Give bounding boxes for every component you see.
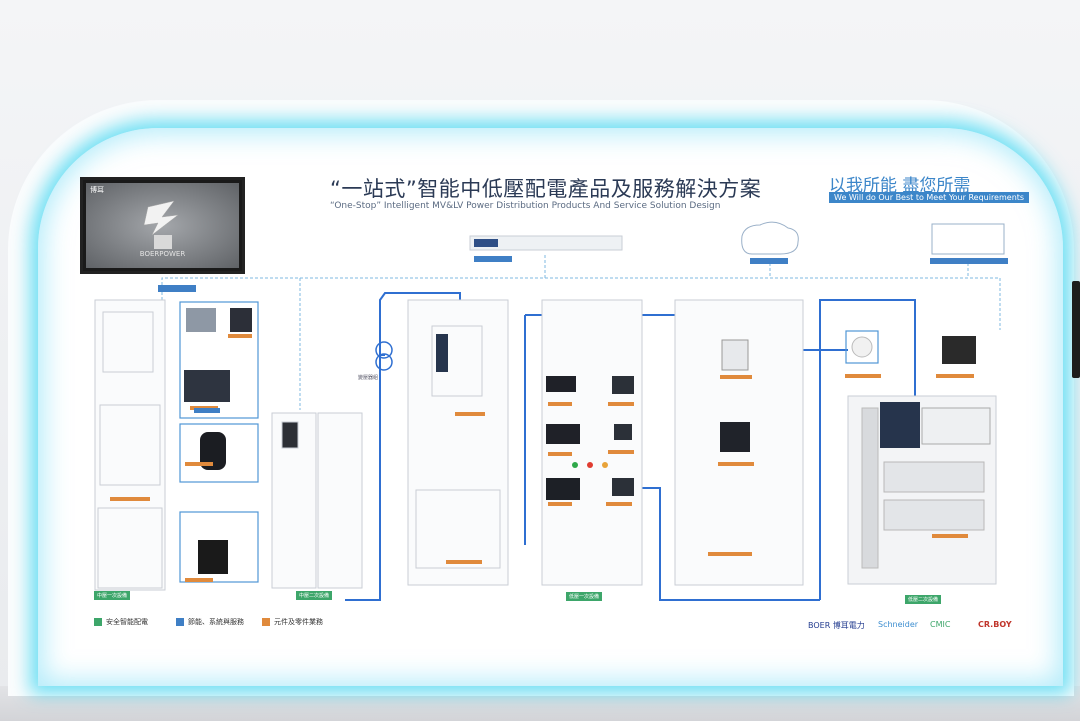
dashed-network (161, 255, 1001, 410)
page-title: “一站式”智能中低壓配電產品及服務解決方案 (330, 177, 762, 201)
wall-tv: 博耳 BOERPOWER (80, 177, 245, 274)
transformer-symbol (375, 341, 393, 371)
tv-caption: BOERPOWER (139, 250, 186, 258)
brand-logo: BOER 博耳電力 (808, 621, 865, 630)
legend-label: 節能、系統與服務 (188, 618, 244, 626)
side-device (1072, 281, 1080, 378)
tv-logo-text: 博耳 (90, 186, 104, 194)
legend-item: 安全智能配電 (94, 617, 148, 627)
lv-devices (436, 334, 750, 500)
blue-tags (158, 256, 1008, 413)
brand-logo: CMIC (930, 620, 951, 629)
component-devices (184, 308, 976, 574)
legend-item: 節能、系統與服務 (176, 617, 244, 627)
label-lv-secondary: 低壓二次設備 (905, 595, 942, 604)
tv-screen: 博耳 BOERPOWER (86, 183, 239, 268)
legend-item: 元件及零件業務 (262, 617, 323, 627)
slogan: 以我所能 盡您所需 (829, 176, 971, 196)
header-devices (469, 221, 1005, 255)
legend-swatch (262, 618, 270, 626)
label-lv-primary: 低壓一次設備 (566, 592, 603, 601)
legend-swatch (176, 618, 184, 626)
legend-label: 安全智能配電 (106, 618, 148, 626)
mv-primary-cabinet (94, 299, 166, 591)
label-mv-secondary: 中壓二次設備 (296, 591, 333, 600)
mv-secondary-cabinets (271, 412, 363, 589)
slogan-en: We Will do Our Best to Meet Your Require… (829, 192, 1030, 203)
label-mv-primary: 中壓一次設備 (94, 591, 131, 600)
legend-label: 元件及零件業務 (274, 618, 323, 626)
legend-swatch (94, 618, 102, 626)
brand-logo: CR.BOY (978, 620, 1012, 629)
label-transformer: 變壓器組 (358, 375, 379, 381)
lv-secondary-cabinet (847, 395, 997, 585)
brand-logo: Schneider (878, 620, 919, 629)
component-boxes (179, 301, 879, 583)
page-subtitle: “One-Stop” Intelligent MV&LV Power Distr… (330, 201, 721, 211)
tv-logo-graphic (143, 200, 179, 249)
